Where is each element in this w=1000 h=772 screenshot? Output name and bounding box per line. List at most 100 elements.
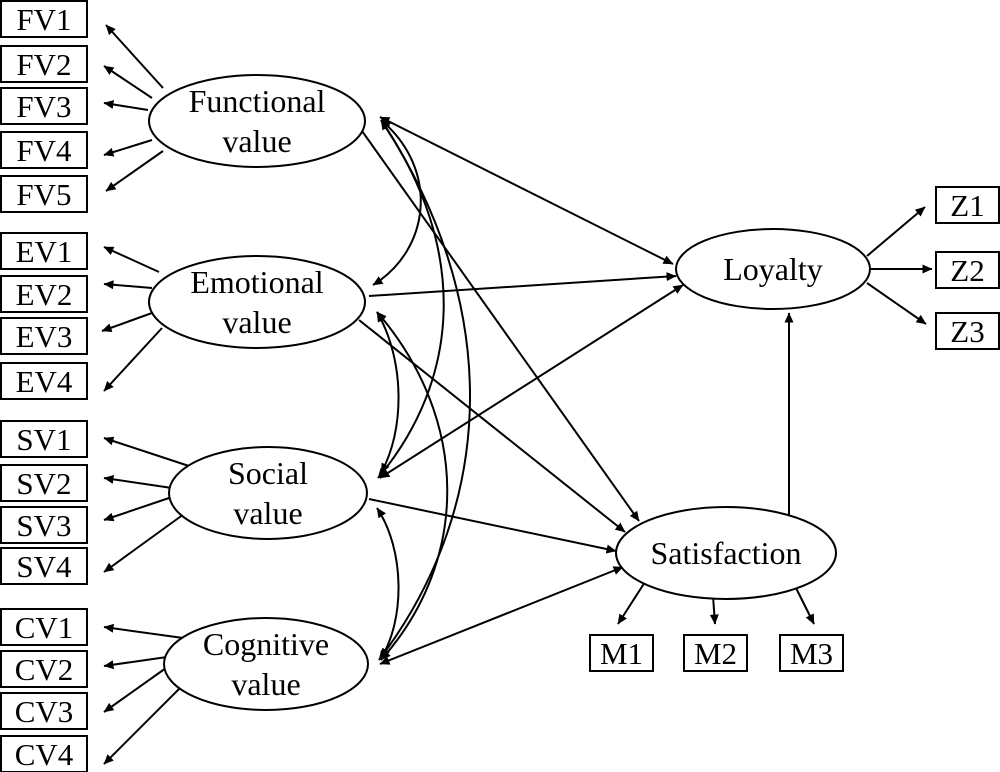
indicator-label: FV4 <box>16 133 72 168</box>
cognitive-node: Cognitive value <box>163 617 369 711</box>
indicator-label: SV3 <box>16 508 71 543</box>
satisfaction-ellipse <box>615 506 837 600</box>
indicator-label: CV3 <box>15 694 74 729</box>
indicator-label: FV2 <box>16 47 71 82</box>
social-label-line-2: value <box>233 495 302 531</box>
indicator-box <box>589 634 654 672</box>
indicator-z2: Z2 <box>935 251 1000 289</box>
indicator-box <box>0 464 88 502</box>
indicator-label: EV1 <box>16 234 73 269</box>
loading-arrow-z1 <box>866 206 926 257</box>
indicator-ev2: EV2 <box>0 275 88 313</box>
indicator-cv3: CV3 <box>0 692 88 730</box>
indicator-label: EV3 <box>16 319 73 354</box>
indicator-fv3: FV3 <box>0 87 88 125</box>
covariance-functional-cognitive <box>378 119 471 661</box>
indicator-box <box>0 362 88 400</box>
social-ellipse <box>168 446 368 540</box>
emotional-ellipse <box>148 255 366 349</box>
loading-arrow-m2 <box>709 595 719 625</box>
indicator-label: EV2 <box>16 277 73 312</box>
indicator-sv1: SV1 <box>0 420 88 458</box>
indicator-z3: Z3 <box>935 312 1000 350</box>
satisfaction-label-line-1: Satisfaction <box>650 535 801 571</box>
loading-arrow-sv3 <box>103 496 173 522</box>
indicator-sv3: SV3 <box>0 506 88 544</box>
cognitive-label-line-1: Cognitive <box>203 626 329 662</box>
indicator-box <box>0 735 88 772</box>
indicator-box <box>0 317 88 355</box>
loading-arrow-z3 <box>866 282 927 325</box>
indicator-label: CV4 <box>15 737 74 772</box>
loading-arrow-ev4 <box>103 327 163 392</box>
loading-arrow-sv1 <box>103 436 190 467</box>
indicator-label: Z2 <box>950 253 984 288</box>
loyalty-node: Loyalty <box>675 228 871 310</box>
loading-arrow-fv5 <box>105 150 164 192</box>
indicator-label: CV1 <box>15 610 74 645</box>
indicator-ev4: EV4 <box>0 362 88 400</box>
loading-arrow-cv1 <box>103 623 184 639</box>
indicator-label: FV5 <box>16 177 71 212</box>
indicator-box <box>0 0 88 38</box>
indicator-fv4: FV4 <box>0 131 88 169</box>
indicator-m1: M1 <box>589 634 654 672</box>
indicator-label: FV3 <box>16 89 71 124</box>
indicator-box <box>935 186 1000 224</box>
loading-arrow-fv4 <box>103 139 153 157</box>
indicator-sv4: SV4 <box>0 547 88 585</box>
covariance-emotional-cognitive <box>376 311 449 661</box>
loading-arrow-cv3 <box>103 667 167 713</box>
indicator-label: M1 <box>600 636 643 671</box>
indicator-label: CV2 <box>15 652 74 687</box>
indicator-cv2: CV2 <box>0 650 88 688</box>
loading-arrow-fv2 <box>103 65 153 99</box>
indicator-box <box>0 45 88 83</box>
loading-arrow-sv4 <box>103 513 185 573</box>
indicator-label: M2 <box>694 636 737 671</box>
path-social-to-loyalty <box>379 284 684 479</box>
path-cognitive-to-satisfaction <box>379 566 624 665</box>
indicator-box <box>0 232 88 270</box>
indicator-cv4: CV4 <box>0 735 88 772</box>
indicator-label: SV1 <box>16 422 71 457</box>
indicator-label: Z3 <box>950 314 984 349</box>
cognitive-label-line-2: value <box>231 666 300 702</box>
loading-arrow-ev1 <box>103 246 160 273</box>
loyalty-label-line-1: Loyalty <box>723 251 823 287</box>
indicator-label: SV2 <box>16 466 71 501</box>
indicator-box <box>0 87 88 125</box>
covariance-functional-social <box>377 119 445 479</box>
path-emotional-to-loyalty <box>368 272 677 297</box>
path-social-to-satisfaction <box>368 498 617 554</box>
indicator-ev3: EV3 <box>0 317 88 355</box>
indicator-box <box>0 608 88 646</box>
indicator-label: SV4 <box>16 549 72 584</box>
indicator-box <box>0 547 88 585</box>
indicator-label: FV1 <box>16 2 71 37</box>
indicator-label: M3 <box>790 636 833 671</box>
indicator-label: EV4 <box>16 364 73 399</box>
loading-arrow-ev2 <box>103 280 153 290</box>
indicator-box <box>0 650 88 688</box>
indicator-z1: Z1 <box>935 186 1000 224</box>
indicator-fv1: FV1 <box>0 0 88 38</box>
loading-arrow-ev3 <box>101 312 153 333</box>
emotional-label-line-2: value <box>222 304 291 340</box>
indicator-fv2: FV2 <box>0 45 88 83</box>
indicator-box <box>0 131 88 169</box>
loading-arrow-m1 <box>617 581 646 625</box>
indicator-sv2: SV2 <box>0 464 88 502</box>
indicator-box <box>683 634 748 672</box>
loading-arrow-cv2 <box>103 656 168 670</box>
functional-label-line-1: Functional <box>189 83 326 119</box>
indicator-m2: M2 <box>683 634 748 672</box>
functional-ellipse <box>148 74 366 168</box>
indicator-box <box>0 175 88 213</box>
loading-arrow-m3 <box>794 585 815 625</box>
indicator-box <box>935 312 1000 350</box>
